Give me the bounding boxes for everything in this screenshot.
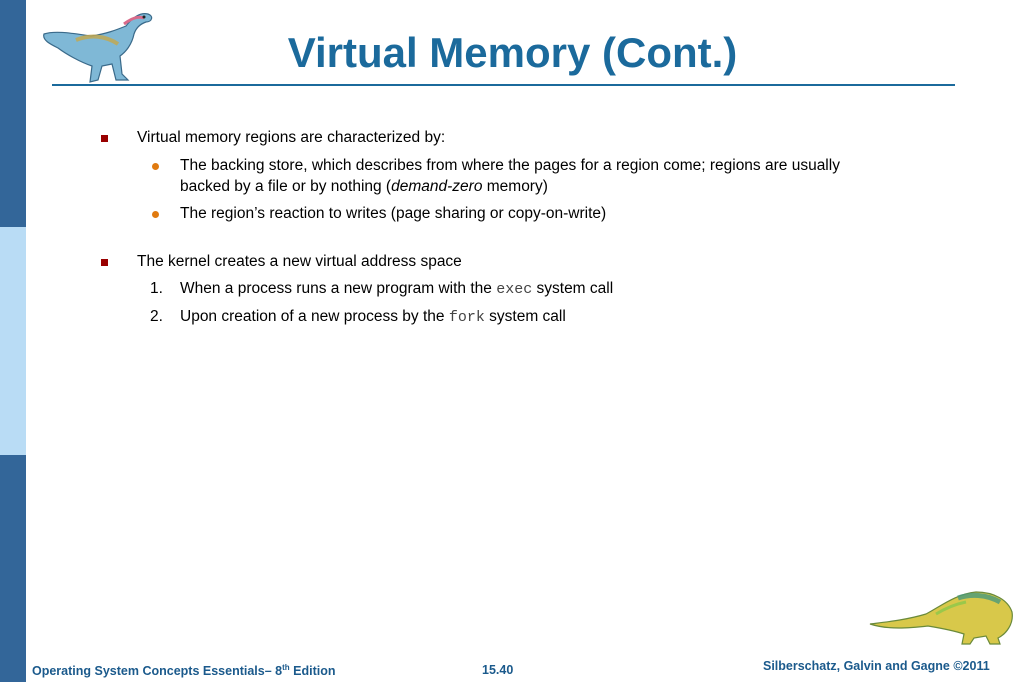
title-divider [52,84,955,86]
footer-authors: Silberschatz, Galvin and Gagne ©2011 [763,659,990,673]
square-bullet-icon [101,259,108,266]
sidebar-segment-middle [0,227,26,455]
code-text: fork [448,309,485,326]
text-part: system call [484,308,566,325]
round-bullet-icon [152,163,159,170]
footer-superscript: th [282,663,290,672]
text-part: backed by a file or by nothing ( [180,178,392,195]
dinosaur-logo-icon [43,13,153,83]
text-part: memory) [482,178,548,195]
numbered-item-text: Upon creation of a new process by the fo… [180,307,566,328]
text-part: system call [532,280,614,297]
emphasis-text: demand-zero [391,178,483,195]
numbered-item-text: When a process runs a new program with t… [180,279,613,300]
list-number: 2. [150,308,163,325]
dinosaur-footer-icon [869,591,1013,645]
footer-text: Edition [289,664,336,679]
left-sidebar [0,0,26,682]
slide-title: Virtual Memory (Cont.) [287,29,738,76]
bullet-text: Virtual memory regions are characterized… [137,129,446,146]
sub-bullet-text: The region’s reaction to writes (page sh… [180,205,607,222]
sidebar-segment-bottom [0,455,26,682]
sub-bullet-text: The backing store, which describes from … [180,157,840,174]
footer-book-title: Operating System Concepts Essentials– 8t… [32,663,335,678]
code-text: exec [496,281,533,298]
square-bullet-icon [101,135,108,142]
text-part: When a process runs a new program with t… [180,280,497,297]
bullet-text: The kernel creates a new virtual address… [137,253,462,270]
sub-bullet-text-continued: backed by a file or by nothing (demand-z… [180,177,548,197]
text-part: Upon creation of a new process by the [180,308,449,325]
round-bullet-icon [152,211,159,218]
sidebar-segment-top [0,0,26,227]
footer-text: Operating System Concepts Essentials– 8 [32,664,283,679]
footer-page-number: 15.40 [482,663,514,677]
list-number: 1. [150,280,163,297]
